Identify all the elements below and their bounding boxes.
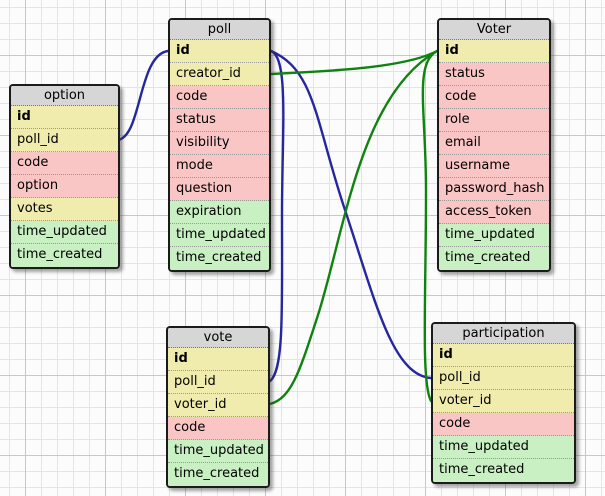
column-poll-status[interactable]: status <box>170 109 269 132</box>
column-vote-time_updated[interactable]: time_updated <box>168 440 268 463</box>
column-voter-time_created[interactable]: time_created <box>439 247 549 270</box>
column-option-id[interactable]: id <box>11 106 118 129</box>
column-vote-poll_id[interactable]: poll_id <box>168 371 268 394</box>
column-poll-id[interactable]: id <box>170 40 269 63</box>
column-poll-visibility[interactable]: visibility <box>170 132 269 155</box>
table-header-vote[interactable]: vote <box>168 328 268 348</box>
table-header-voter[interactable]: Voter <box>439 20 549 40</box>
column-poll-code[interactable]: code <box>170 86 269 109</box>
column-voter-access_token[interactable]: access_token <box>439 201 549 224</box>
relation-participation-poll_id-to-poll-id[interactable] <box>269 49 433 380</box>
column-voter-time_updated[interactable]: time_updated <box>439 224 549 247</box>
column-poll-question[interactable]: question <box>170 178 269 201</box>
table-header-poll[interactable]: poll <box>170 20 269 40</box>
column-option-code[interactable]: code <box>11 152 118 175</box>
column-voter-password_hash[interactable]: password_hash <box>439 178 549 201</box>
column-poll-mode[interactable]: mode <box>170 155 269 178</box>
column-option-time_created[interactable]: time_created <box>11 244 118 267</box>
column-option-votes[interactable]: votes <box>11 198 118 221</box>
table-header-option[interactable]: option <box>11 86 118 106</box>
column-option-option[interactable]: option <box>11 175 118 198</box>
column-poll-time_updated[interactable]: time_updated <box>170 224 269 247</box>
column-voter-email[interactable]: email <box>439 132 549 155</box>
column-poll-expiration[interactable]: expiration <box>170 201 269 224</box>
column-participation-poll_id[interactable]: poll_id <box>433 367 574 390</box>
relation-vote-voter_id-to-Voter-id[interactable] <box>268 49 439 406</box>
column-voter-code[interactable]: code <box>439 86 549 109</box>
relation-poll-creator_id-to-Voter-id[interactable] <box>269 49 439 76</box>
column-poll-creator_id[interactable]: creator_id <box>170 63 269 86</box>
column-participation-time_updated[interactable]: time_updated <box>433 436 574 459</box>
column-vote-id[interactable]: id <box>168 348 268 371</box>
column-voter-role[interactable]: role <box>439 109 549 132</box>
column-participation-code[interactable]: code <box>433 413 574 436</box>
column-vote-voter_id[interactable]: voter_id <box>168 394 268 417</box>
column-option-time_updated[interactable]: time_updated <box>11 221 118 244</box>
column-participation-voter_id[interactable]: voter_id <box>433 390 574 413</box>
column-voter-status[interactable]: status <box>439 63 549 86</box>
column-option-poll_id[interactable]: poll_id <box>11 129 118 152</box>
column-participation-id[interactable]: id <box>433 344 574 367</box>
column-participation-time_created[interactable]: time_created <box>433 459 574 482</box>
table-header-participation[interactable]: participation <box>433 324 574 344</box>
column-voter-id[interactable]: id <box>439 40 549 63</box>
column-poll-time_created[interactable]: time_created <box>170 247 269 270</box>
relation-option-poll_id-to-poll-id[interactable] <box>116 49 170 142</box>
column-vote-code[interactable]: code <box>168 417 268 440</box>
relation-participation-voter_id-to-Voter-id[interactable] <box>421 49 439 403</box>
column-voter-username[interactable]: username <box>439 155 549 178</box>
column-vote-time_created[interactable]: time_created <box>168 463 268 486</box>
relation-vote-poll_id-to-poll-id[interactable] <box>268 49 285 383</box>
